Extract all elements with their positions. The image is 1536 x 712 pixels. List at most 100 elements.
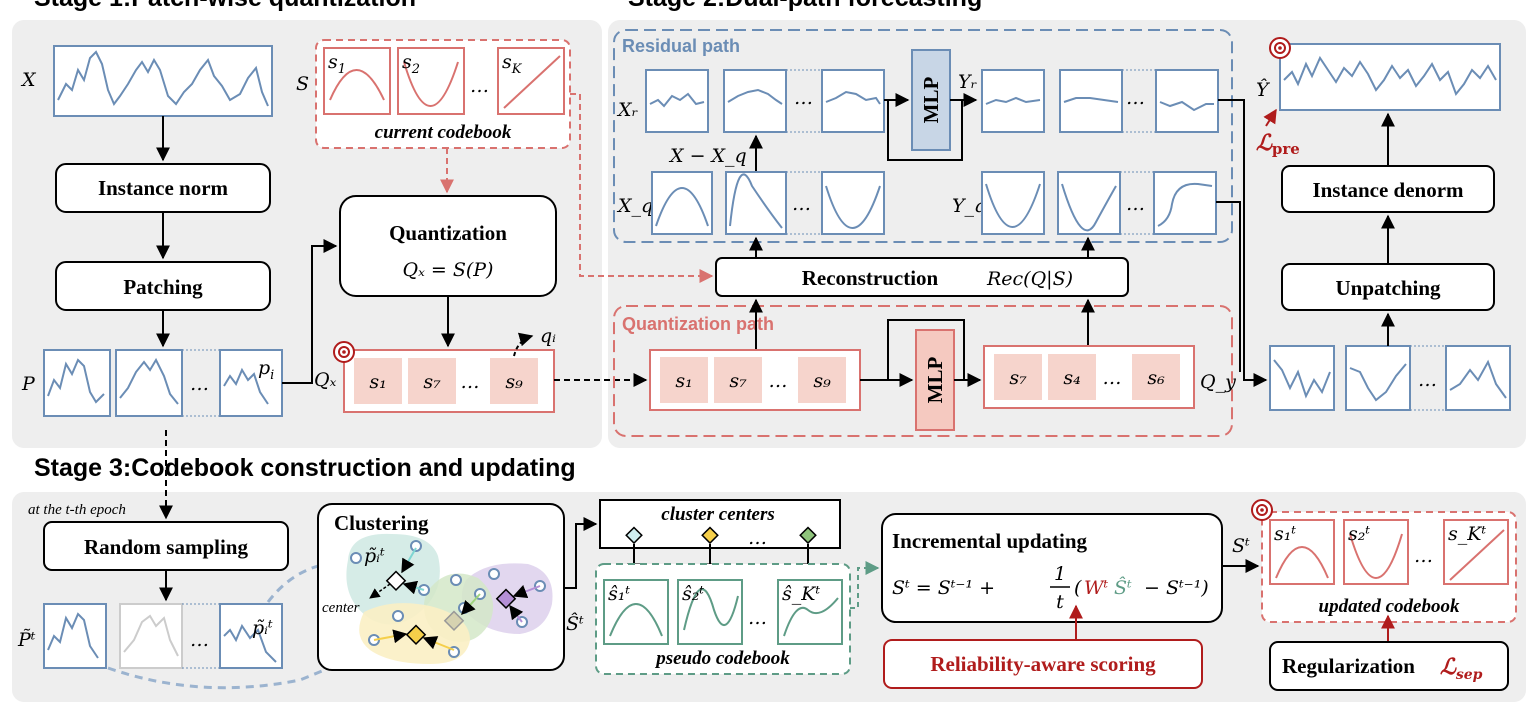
q-out-token-1 bbox=[994, 354, 1042, 400]
yq-label: Y_q bbox=[952, 195, 986, 217]
cluster-point bbox=[450, 574, 462, 586]
qx-token-ellipsis: … bbox=[461, 371, 480, 393]
updated-curve-1 bbox=[1275, 546, 1329, 579]
regularization-box bbox=[1269, 641, 1509, 691]
xr-line-1 bbox=[649, 92, 705, 108]
codebook-item-2 bbox=[397, 47, 465, 115]
updated-item-1-label: s₁ᵗ bbox=[1274, 523, 1296, 545]
update-formula-w: Wᵗ bbox=[1084, 577, 1109, 599]
qx-token-2 bbox=[408, 358, 456, 404]
q-out-token-3-text: s₆ bbox=[1147, 367, 1165, 389]
updated-item-k bbox=[1443, 519, 1509, 585]
cluster-centers-box bbox=[599, 499, 841, 549]
center-marker-purple bbox=[495, 588, 517, 609]
center-icon-2 bbox=[701, 526, 719, 545]
incremental-updating-box bbox=[881, 513, 1223, 623]
sampled-ellipsis: … bbox=[190, 629, 209, 651]
cluster-point bbox=[392, 610, 404, 622]
update-formula-num: 1 bbox=[1054, 563, 1066, 585]
pseudo-curve-k bbox=[783, 597, 839, 637]
patch-line-pi bbox=[223, 367, 269, 405]
pseudo-curve-2 bbox=[683, 588, 739, 631]
loss-sep-label: ℒsep bbox=[1440, 654, 1483, 683]
q-in-token-3 bbox=[798, 357, 846, 403]
center-marker-cyan bbox=[385, 570, 407, 591]
updated-item-1 bbox=[1269, 519, 1335, 585]
target-icon-pred bbox=[1269, 37, 1291, 59]
quantization-formula: Qₓ = S(P) bbox=[403, 259, 494, 281]
current-codebook-caption: current codebook bbox=[375, 122, 512, 143]
regularization-label: Regularization bbox=[1282, 654, 1415, 678]
qi-arrow bbox=[513, 332, 534, 357]
updated-item-k-label: s_Kᵗ bbox=[1448, 523, 1486, 545]
update-formula-tail: − Sᵗ⁻¹) bbox=[1144, 577, 1209, 599]
out-patch-ellipsis: … bbox=[1418, 369, 1437, 391]
codebook-curve-2 bbox=[403, 61, 459, 107]
out-patch-1 bbox=[1269, 345, 1335, 411]
mlp-quantization-loop bbox=[887, 319, 982, 387]
clustering-label: Clustering bbox=[334, 511, 429, 535]
qx-token-1 bbox=[354, 358, 402, 404]
stage3-title: Stage 3:Codebook construction and updati… bbox=[34, 454, 576, 482]
stage1-title: Stage 1:Patch-wise quantization bbox=[34, 0, 416, 12]
xq-curve-1 bbox=[655, 187, 709, 227]
qy-label: Q_y bbox=[1200, 371, 1236, 393]
center-icon-1 bbox=[625, 526, 643, 545]
xr-line-3 bbox=[825, 90, 881, 105]
q-out-token-3 bbox=[1132, 354, 1180, 400]
center-pointer bbox=[369, 583, 391, 599]
cluster-pull bbox=[509, 604, 524, 623]
prediction-box bbox=[1279, 43, 1501, 111]
cluster-pull bbox=[461, 593, 481, 616]
reconstruction-box bbox=[715, 257, 1129, 297]
q-out-token-1-text: s₇ bbox=[1009, 367, 1027, 389]
updated-curve-k bbox=[1449, 529, 1505, 581]
patching-label: Patching bbox=[123, 275, 203, 299]
qx-label: Qₓ bbox=[314, 369, 337, 391]
yq-box-1 bbox=[981, 171, 1045, 235]
cluster-centers-label: cluster centers bbox=[661, 504, 774, 525]
center-marker-yellow bbox=[405, 624, 427, 645]
mlp-residual-loop bbox=[887, 93, 978, 161]
patch-box-2 bbox=[115, 349, 183, 417]
codebook-curve-k bbox=[503, 55, 561, 109]
updated-curve-2 bbox=[1349, 533, 1403, 579]
yr-line-2 bbox=[1063, 97, 1119, 103]
residual-path-label: Residual path bbox=[622, 36, 740, 56]
epoch-note: at the t-th epoch bbox=[28, 502, 126, 518]
qx-token-2-text: s₇ bbox=[423, 371, 441, 393]
pseudo-ellipsis: … bbox=[748, 607, 767, 629]
residual-path-frame bbox=[613, 29, 1233, 243]
p-label: P bbox=[21, 373, 36, 395]
cluster-pull bbox=[373, 629, 408, 644]
updated-item-2-label: s₂ᵗ bbox=[1348, 523, 1370, 545]
shat-label: Ŝᵗ bbox=[566, 612, 584, 635]
reconstruction-formula: Rec(Q|S) bbox=[986, 268, 1073, 290]
mlp-residual bbox=[911, 49, 951, 151]
yr-ellipsis: … bbox=[1126, 87, 1145, 109]
cluster-pit-label: p̃ᵢᵗ bbox=[364, 545, 385, 567]
qx-token-3 bbox=[490, 358, 538, 404]
x-label: X bbox=[20, 69, 37, 91]
patch-line-2 bbox=[119, 357, 179, 405]
pseudo-item-1 bbox=[603, 579, 669, 645]
arrow-yr-to-output bbox=[1218, 99, 1268, 387]
instance-norm-label: Instance norm bbox=[98, 176, 229, 200]
cluster-point bbox=[350, 552, 362, 564]
updated-item-2 bbox=[1343, 519, 1409, 585]
patch-ellipsis: … bbox=[190, 373, 209, 395]
out-patch-2 bbox=[1345, 345, 1411, 411]
quantization-box bbox=[339, 195, 557, 297]
pseudo-item-1-label: ŝ₁ᵗ bbox=[608, 583, 630, 605]
codebook-item-k-label: sK bbox=[502, 51, 523, 77]
mlp-quantization-label: MLP bbox=[923, 357, 947, 404]
yr-box-3 bbox=[1155, 69, 1219, 133]
pseudo-item-k-label: ŝ_Kᵗ bbox=[782, 583, 820, 605]
codebook-ellipsis: … bbox=[470, 75, 489, 97]
reliability-scoring-label: Reliability-aware scoring bbox=[930, 652, 1156, 676]
codebook-item-1 bbox=[323, 47, 391, 115]
out-patch-line-3 bbox=[1449, 359, 1507, 399]
yq-curve-3 bbox=[1157, 182, 1213, 227]
